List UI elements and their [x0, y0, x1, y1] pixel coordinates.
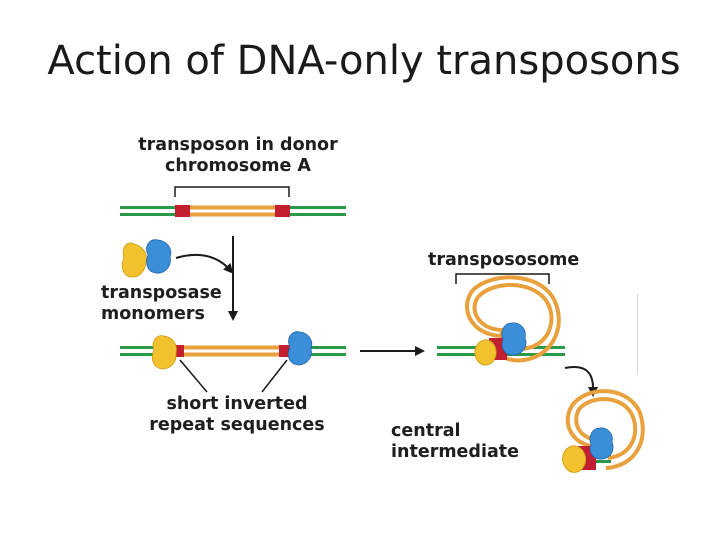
transposase-blue-monomer: [287, 331, 313, 366]
inverted-repeats-label-line2: repeat sequences: [149, 415, 325, 435]
central-intermediate: [562, 389, 645, 473]
divider-line: [637, 294, 638, 374]
slide-title: Action of DNA-only transposons: [47, 38, 681, 84]
transposase-blue-monomer: [501, 322, 527, 356]
central-intermediate-label: central intermediate: [391, 421, 519, 463]
transposase-yellow-monomer: [474, 339, 497, 366]
inverted-repeat: [275, 205, 290, 217]
inverted-repeat: [175, 205, 190, 217]
pointer-line: [261, 359, 288, 393]
donor-label-line1: transposon in donor: [138, 135, 338, 155]
transpososome-label: transpososome: [428, 250, 580, 270]
transposon-loop: [574, 397, 638, 460]
donor-label: transposon in donor chromosome A: [133, 135, 343, 177]
transposon-loop: [565, 389, 645, 470]
inverted-repeats-label-line1: short inverted: [166, 394, 308, 414]
transposon-segment: [170, 352, 292, 357]
transpososome-bracket: [455, 273, 550, 284]
transposon-segment: [175, 212, 289, 217]
binding-arrow: [175, 253, 234, 274]
inverted-repeats-label: short inverted repeat sequences: [137, 394, 337, 436]
transposon-segment: [170, 345, 292, 350]
donor-label-line2: chromosome A: [165, 156, 311, 176]
pointer-line: [179, 359, 208, 393]
bound-chromosome: [120, 331, 346, 393]
transposase-label-line1: transposase: [101, 283, 222, 303]
transposase-yellow-monomer: [121, 242, 147, 278]
transposase-blue-monomer: [589, 427, 614, 460]
donor-bracket: [174, 186, 290, 197]
transposase-blue-monomer: [146, 239, 172, 274]
transposase-yellow-monomer: [151, 335, 177, 370]
donor-chromosome: [120, 186, 346, 217]
transposon-segment: [175, 205, 289, 210]
central-intermediate-label-line2: intermediate: [391, 442, 519, 462]
transposase-monomers: [121, 239, 234, 278]
transpososome: [437, 273, 565, 366]
transposase-yellow-monomer: [562, 445, 587, 473]
central-intermediate-label-line1: central: [391, 421, 461, 441]
curved-down-arrow: [564, 366, 598, 397]
transposase-label: transposase monomers: [101, 283, 222, 325]
transposase-label-line2: monomers: [101, 304, 205, 324]
transposon-loop: [464, 275, 561, 363]
